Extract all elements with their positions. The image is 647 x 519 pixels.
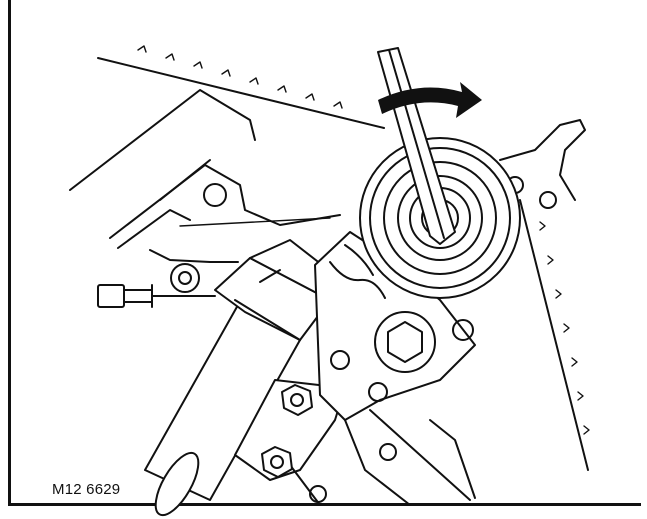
frame-bottom-border <box>8 503 641 506</box>
sensor-connector <box>97 284 216 308</box>
casing-right-edge <box>519 199 590 471</box>
tensioner-cylinder <box>144 239 336 517</box>
figure-reference-code: M12 6629 <box>52 481 121 498</box>
central-hex-bolt <box>374 311 436 373</box>
rotation-direction-arrow-icon <box>378 82 482 118</box>
engine-block-left <box>69 89 341 293</box>
casing-top-edge <box>97 45 385 129</box>
engine-block-lower <box>309 382 476 506</box>
bracket-bolt-lower <box>261 446 293 478</box>
bracket-bolt-upper <box>281 384 313 416</box>
frame-left-border <box>8 0 11 506</box>
